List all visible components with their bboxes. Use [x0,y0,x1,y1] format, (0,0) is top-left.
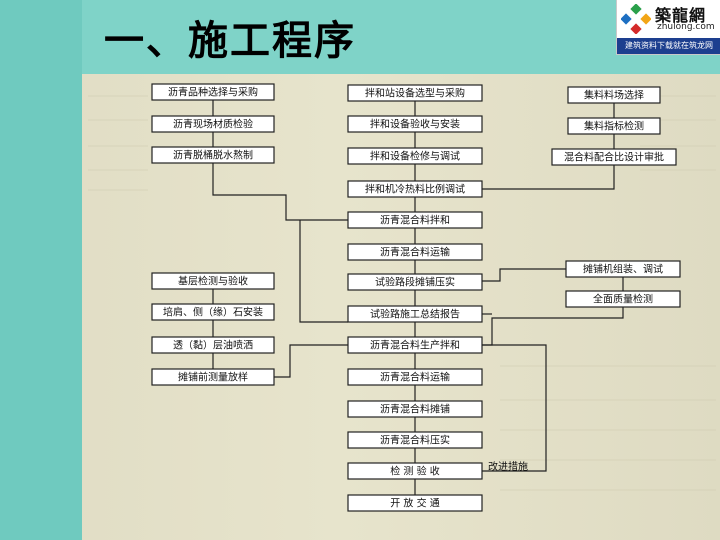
flow-node-box [347,273,483,291]
flow-node-box [567,86,661,104]
flow-node-box [347,84,483,102]
flow-node-box [551,148,677,166]
flow-node-n7: 集料料场选择 [567,86,661,104]
connector-left-trial [299,220,348,323]
flow-node-label: 全面质量检测 [593,293,653,306]
flow-node-box [347,494,483,512]
flow-node-box [565,290,681,308]
flow-node-box [347,180,483,198]
flow-node-label: 沥青混合料摊铺 [380,403,450,416]
flow-node-n12: 沥青混合料运输 [347,243,483,261]
flow-node-label: 沥青混合料生产拌和 [370,339,460,352]
flow-node-label: 试验路施工总结报告 [370,308,460,321]
flow-node-label: 沥青现场材质检验 [173,118,253,131]
flow-node-box [347,243,483,261]
flow-node-n6: 拌和设备检修与调试 [347,147,483,165]
flow-node-n21: 沥青混合料生产拌和 [347,336,483,354]
flow-node-label: 检 测 验 收 [390,465,440,478]
left-strip [0,0,82,540]
arrow-n20-n21 [274,344,348,378]
flow-node-label: 透（黏）层油喷洒 [173,339,253,352]
flow-node-box [151,368,275,386]
flow-node-box [347,400,483,418]
arrow-n9-n10 [482,165,615,190]
flow-node-n22: 沥青混合料运输 [347,368,483,386]
flow-node-n19: 透（黏）层油喷洒 [151,336,275,354]
flow-node-label: 沥青脱桶脱水熬制 [173,149,253,162]
flow-node-n4: 拌和站设备选型与采购 [347,84,483,102]
flow-node-label: 培肩、侧（缘）石安装 [163,306,263,319]
flow-node-box [347,368,483,386]
flow-node-n26: 开 放 交 通 [347,494,483,512]
flow-node-n9: 混合料配合比设计审批 [551,148,677,166]
flow-node-n25: 检 测 验 收 [347,462,483,480]
flow-node-box [565,260,681,278]
flow-node-box [347,211,483,229]
flow-node-label: 基层检测与验收 [178,275,248,288]
flow-node-label: 沥青混合料压实 [380,434,450,447]
flow-node-box [567,117,661,135]
flow-node-n8: 集料指标检测 [567,117,661,135]
loop-improvement [482,344,547,472]
flow-node-n20: 摊铺前测量放样 [151,368,275,386]
flow-node-label: 摊铺前测量放样 [178,371,248,384]
flow-node-n3: 沥青脱桶脱水熬制 [151,146,275,164]
flow-node-box [151,83,275,101]
flow-node-label: 沥青混合料运输 [380,371,450,384]
arrow-n3-n11 [212,163,348,221]
flow-node-box [151,336,275,354]
slide-title: 一、施工程序 [104,18,356,64]
flow-node-label: 拌和站设备选型与采购 [365,87,465,100]
logo-url: zhulong.com [657,22,715,32]
flow-node-label: 集料指标检测 [584,120,644,133]
flow-node-n23: 沥青混合料摊铺 [347,400,483,418]
flow-node-n17: 基层检测与验收 [151,272,275,290]
flow-node-n16: 全面质量检测 [565,290,681,308]
flow-node-box [151,303,275,321]
flow-node-n1: 沥青品种选择与采购 [151,83,275,101]
arrow-n15-n13 [482,268,566,282]
flow-node-box [347,431,483,449]
flow-node-label: 拌和机冷热料比例调试 [365,183,465,196]
logo-tagline: 建筑资料下载就在筑龙网 [617,38,720,54]
logo: 築龍網 zhulong.com 建筑资料下载就在筑龙网 [616,0,720,55]
flow-node-label: 沥青混合料运输 [380,246,450,259]
flow-node-label: 拌和设备验收与安装 [370,118,460,131]
flow-node-box [347,336,483,354]
flow-node-box [347,147,483,165]
arrow-n16-n21 [482,307,624,346]
loop-label: 改进措施 [488,460,528,473]
flow-node-label: 开 放 交 通 [390,497,440,510]
flow-node-box [347,115,483,133]
flow-node-label: 集料料场选择 [584,89,644,102]
flow-node-label: 沥青品种选择与采购 [168,86,258,99]
flow-node-n13: 试验路段摊铺压实 [347,273,483,291]
background-table [88,95,716,491]
flow-node-n5: 拌和设备验收与安装 [347,115,483,133]
flow-node-box [151,272,275,290]
flow-node-box [347,305,483,323]
flow-node-n11: 沥青混合料拌和 [347,211,483,229]
flow-node-label: 摊铺机组装、调试 [583,263,663,276]
flow-node-box [151,146,275,164]
logo-mark-icon [621,4,651,34]
flow-node-n18: 培肩、侧（缘）石安装 [151,303,275,321]
flow-node-label: 沥青混合料拌和 [380,214,450,227]
flow-node-n15: 摊铺机组装、调试 [565,260,681,278]
flow-node-label: 混合料配合比设计审批 [564,151,664,164]
flow-node-n2: 沥青现场材质检验 [151,115,275,133]
flow-node-n24: 沥青混合料压实 [347,431,483,449]
flow-node-box [347,462,483,480]
flow-node-n10: 拌和机冷热料比例调试 [347,180,483,198]
flow-node-label: 拌和设备检修与调试 [370,150,460,163]
logo-name: 築龍網 [655,6,707,25]
flow-node-label: 试验路段摊铺压实 [375,276,455,289]
flowchart-connectors: 改进措施 [212,100,624,495]
flow-node-box [151,115,275,133]
flow-node-n14: 试验路施工总结报告 [347,305,483,323]
